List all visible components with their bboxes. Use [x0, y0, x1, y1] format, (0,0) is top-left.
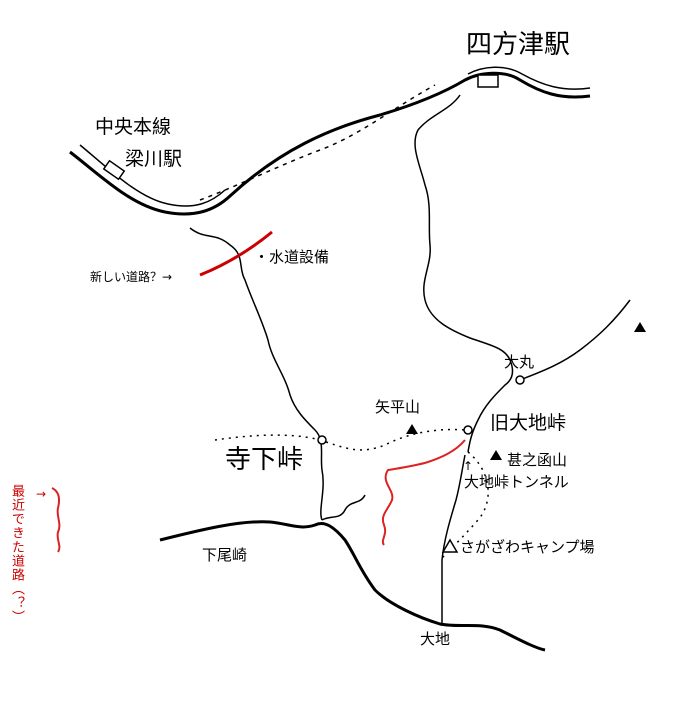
railway-track-icon [69, 66, 591, 216]
omaru-label: 大丸 [504, 353, 535, 371]
eastern-road [414, 94, 514, 453]
teragesawa-road [321, 494, 366, 521]
mountain-peak-icon [490, 450, 502, 460]
mountain-peak-icon [406, 424, 418, 434]
new-road-red [199, 230, 273, 277]
ochi-tunnel-label: 大地峠トンネル [464, 473, 569, 491]
shikatsu-station-label: 四方津駅 [466, 30, 571, 60]
camp-road [441, 454, 466, 625]
ridge-trail [214, 428, 466, 451]
teragesawa-pass-label: 寺下峠 [225, 445, 304, 475]
new-road-label: 新しい道路？→ [90, 270, 173, 284]
yanagawa-station-label: 梁川駅 [125, 148, 183, 170]
omaru-east-road [519, 299, 631, 381]
jinnokoyama-label: 甚之函山 [507, 451, 568, 469]
pass-marker-icon [463, 425, 473, 435]
shimoozaki-label: 下尾崎 [202, 546, 248, 564]
old-ochi-pass-label: 旧大地峠 [490, 412, 567, 434]
recent-road-red [381, 439, 466, 546]
tunnel-arrow-label: ↑ [463, 459, 474, 473]
camp-icon [441, 538, 459, 553]
water-facility-label: ・水道設備 [254, 248, 330, 266]
pass-marker-icon [317, 435, 327, 445]
ochi-label: 大地 [420, 630, 451, 648]
yahirayama-label: 矢平山 [375, 398, 421, 416]
recent-road-label: 最近できた道路（？） [9, 484, 24, 624]
western-road [189, 227, 324, 521]
tunnel-route [439, 451, 489, 561]
mountain-peak-icon [634, 322, 646, 332]
southern-river [159, 520, 546, 652]
chuo-line-label: 中央本線 [95, 116, 172, 138]
sagazawa-camp-label: さがざわキャンプ場 [460, 538, 595, 556]
legend-red-bracket [51, 487, 61, 553]
pass-marker-icon [515, 375, 525, 385]
recent-road-arrow: → [36, 487, 47, 501]
dashed-rail [199, 84, 436, 201]
